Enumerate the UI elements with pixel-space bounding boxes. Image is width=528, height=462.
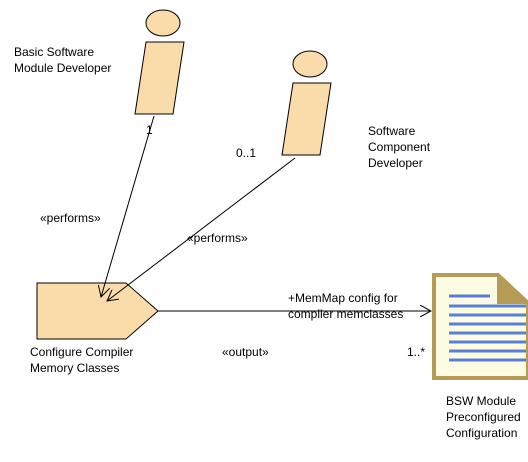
artifact-label-line: Preconfigured: [446, 410, 521, 424]
role-label-line: Developer: [368, 156, 423, 170]
artifact-label-line: BSW Module: [446, 394, 516, 408]
role-bsw-module-developer[interactable]: [134, 9, 185, 115]
output-role-label-line: +MemMap config for: [288, 291, 398, 305]
role-body-icon: [281, 82, 332, 156]
task-label-line: Memory Classes: [30, 361, 119, 375]
role-label-line: Basic Software: [14, 45, 94, 59]
role-label-line: Module Developer: [14, 61, 111, 75]
stereotype-label: «performs»: [40, 211, 101, 225]
role-head-icon: [292, 50, 328, 78]
task-label-line: Configure Compiler: [30, 345, 133, 359]
multiplicity-label: 1..*: [407, 345, 425, 359]
role-software-component-developer[interactable]: [281, 50, 332, 156]
artifact-document-icon[interactable]: [432, 272, 528, 380]
role-body-icon: [134, 41, 185, 115]
stereotype-label: «performs»: [187, 231, 248, 245]
performs-connector-swc[interactable]: [107, 157, 296, 301]
output-role-label-line: compiler memclasses: [288, 307, 403, 321]
multiplicity-label: 0..1: [236, 146, 256, 160]
multiplicity-label: 1: [146, 123, 153, 137]
role-head-icon: [145, 9, 181, 37]
artifact-label-line: Configuration: [446, 426, 517, 440]
stereotype-label: «output»: [222, 345, 269, 359]
task-shape[interactable]: [36, 282, 159, 340]
role-label-line: Software: [368, 124, 416, 138]
role-label-line: Component: [368, 140, 431, 154]
performs-connector-bsw[interactable]: [101, 115, 155, 297]
